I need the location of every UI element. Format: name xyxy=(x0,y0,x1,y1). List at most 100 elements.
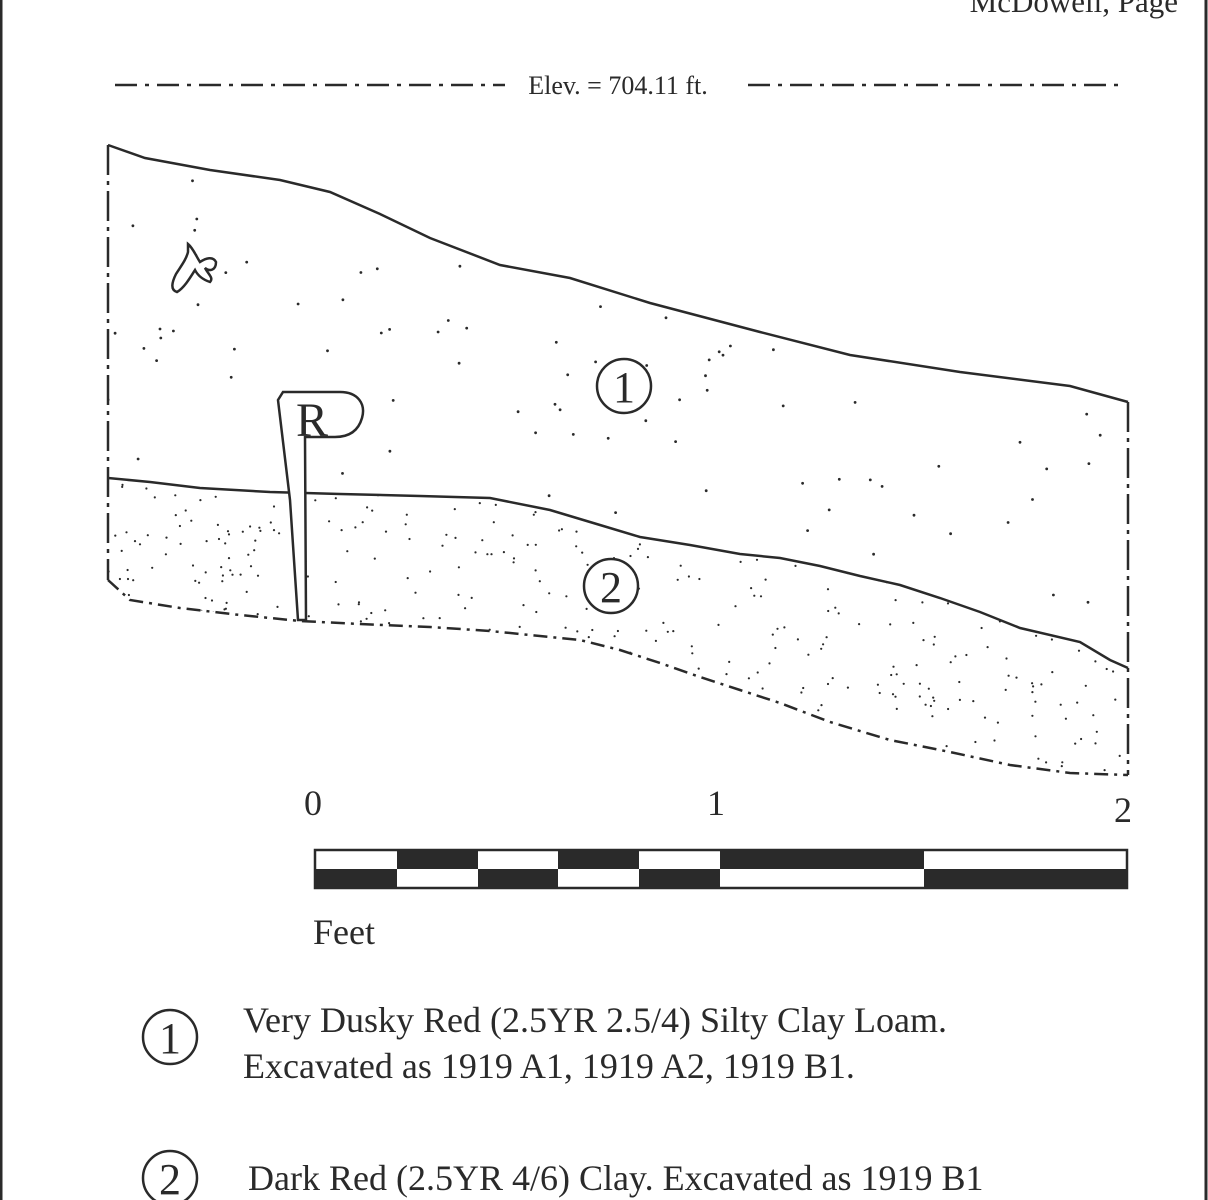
stipple-dot xyxy=(902,682,905,685)
stipple-dot xyxy=(908,559,911,563)
stipple-dot xyxy=(230,692,233,695)
stipple-dot xyxy=(1103,769,1106,772)
stipple-dot xyxy=(1118,754,1121,758)
stipple-dot xyxy=(914,484,917,487)
stipple-dot xyxy=(707,497,710,500)
stipple-dot xyxy=(132,579,135,582)
stipple-dot xyxy=(243,522,247,525)
stipple-dot xyxy=(561,265,564,268)
stipple-dot xyxy=(1032,535,1035,538)
stipple-dot xyxy=(630,745,633,748)
stipple-dot xyxy=(1080,737,1083,741)
stipple-dot xyxy=(768,662,771,665)
stipple-dot xyxy=(213,634,216,637)
stipple-dot xyxy=(890,673,893,677)
stipple-dot xyxy=(512,557,516,560)
stipple-dot xyxy=(241,530,244,533)
stipple-dot xyxy=(922,516,926,519)
stipple-dot xyxy=(314,661,317,664)
stipple-dot xyxy=(174,494,177,497)
stipple-dot xyxy=(789,478,792,480)
stipple-dot xyxy=(1114,698,1117,701)
stipple-dot xyxy=(203,652,206,655)
stipple-dot xyxy=(583,707,586,710)
stipple-dot xyxy=(615,266,618,270)
stipple-dot xyxy=(902,495,905,498)
stipple-dot xyxy=(1081,242,1085,246)
stipple-dot xyxy=(598,479,601,482)
stipple-dot xyxy=(221,574,224,577)
stipple-dot xyxy=(607,192,611,196)
stipple-dot xyxy=(247,553,250,556)
stipple-dot xyxy=(1004,688,1007,692)
stipple-dot xyxy=(379,331,383,335)
stipple-dot xyxy=(276,605,279,609)
stipple-dot xyxy=(241,514,244,518)
stipple-dot xyxy=(396,552,400,555)
stipple-dot xyxy=(115,539,118,542)
stipple-dot xyxy=(518,200,521,204)
stipple-dot xyxy=(556,188,560,192)
stipple-dot xyxy=(546,711,549,714)
stipple-dot xyxy=(772,348,775,352)
stipple-dot xyxy=(697,667,700,670)
stipple-dot xyxy=(338,644,341,648)
stipple-dot xyxy=(272,505,276,508)
stipple-dot xyxy=(671,513,675,516)
stipple-dot xyxy=(742,550,745,553)
stipple-dot xyxy=(136,624,139,627)
stipple-dot xyxy=(299,763,302,766)
stipple-dot xyxy=(306,575,309,578)
stipple-dot xyxy=(134,620,137,623)
stipple-dot xyxy=(856,765,859,769)
stipple-dot xyxy=(575,752,579,755)
scale-tick-1: 1 xyxy=(707,783,725,823)
stipple-dot xyxy=(572,666,575,670)
stipple-dot xyxy=(338,757,341,760)
stipple-dot xyxy=(889,623,892,626)
stipple-dot xyxy=(574,145,578,149)
stipple-dot xyxy=(545,750,548,753)
stipple-dot xyxy=(258,737,261,741)
stipple-dot xyxy=(1095,523,1098,526)
stipple-dot xyxy=(1040,683,1043,686)
stipple-dot xyxy=(378,643,382,647)
stipple-dot xyxy=(946,602,950,605)
stipple-dot xyxy=(771,633,774,636)
stipple-dot xyxy=(593,671,596,675)
stipple-dot xyxy=(878,691,881,695)
legend-item-1: 1 Very Dusky Red (2.5YR 2.5/4) Silty Cla… xyxy=(141,1000,947,1086)
stipple-dot xyxy=(939,534,942,537)
stipple-dot xyxy=(1050,596,1053,600)
stipple-dot xyxy=(294,710,297,713)
stipple-dot xyxy=(1042,485,1045,488)
stipple-dot xyxy=(538,580,541,583)
stipple-dot xyxy=(466,666,469,669)
stipple-dot xyxy=(910,753,913,756)
stipple-dot xyxy=(994,587,997,590)
stipple-dot xyxy=(735,699,739,702)
stipple-dot xyxy=(544,685,547,688)
stipple-dot xyxy=(408,537,411,541)
stipple-dot xyxy=(676,718,680,722)
stipple-dot xyxy=(298,754,301,757)
stipple-dot xyxy=(137,755,140,758)
stipple-dot xyxy=(1031,682,1034,685)
stipple-dot xyxy=(213,481,216,484)
stipple-dot xyxy=(564,626,567,629)
stipple-dot xyxy=(229,569,232,572)
stipple-dot xyxy=(1045,467,1049,471)
stipple-dot xyxy=(471,696,474,699)
stipple-dot xyxy=(565,595,568,598)
stipple-dot xyxy=(807,653,810,656)
stipple-dot xyxy=(346,746,349,749)
stipple-dot xyxy=(575,530,578,533)
stipple-dot xyxy=(492,634,495,637)
stipple-dot xyxy=(261,656,264,659)
stipple-dot xyxy=(1114,481,1117,484)
excavation-floor-line xyxy=(107,579,1129,777)
stipple-dot xyxy=(879,496,882,499)
stipple-dot xyxy=(165,536,168,539)
stipple-dot xyxy=(1094,660,1097,663)
stipple-dot xyxy=(224,271,228,274)
